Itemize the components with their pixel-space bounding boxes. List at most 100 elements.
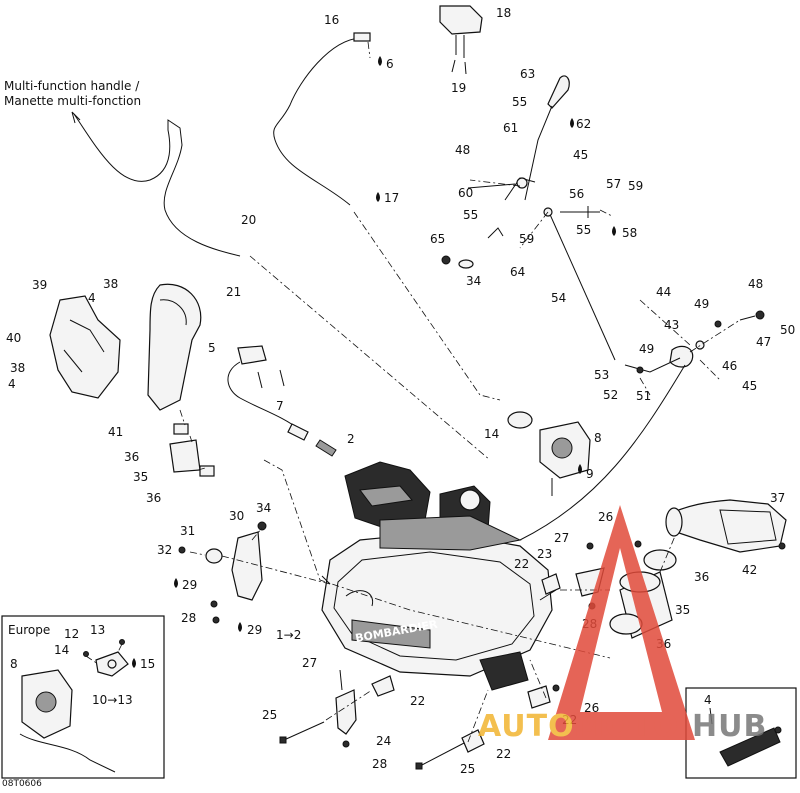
callout-30b: 29	[247, 623, 262, 637]
lubricant-drop-icons	[132, 56, 616, 668]
callout-40: 40	[6, 331, 21, 345]
europe-label: Europe	[8, 623, 50, 637]
cable-16	[273, 37, 361, 206]
lever-18	[439, 5, 483, 35]
callout-31: 30	[229, 509, 244, 523]
sleeve-35	[169, 439, 201, 473]
callout-18: 18	[496, 6, 511, 20]
caption-handle-fr: Manette multi-fonction	[4, 94, 141, 108]
callout-59b: 59	[519, 232, 534, 246]
callout-48b: 48	[748, 277, 763, 291]
caption-handle-en: Multi-function handle /	[4, 79, 140, 93]
callout-12: 13	[90, 623, 105, 637]
callout-30a: 29	[182, 578, 197, 592]
callout-27a: 27	[554, 531, 569, 545]
callout-52: 52	[603, 388, 618, 402]
callout-51: 51	[636, 389, 651, 403]
callout-55b: 55	[463, 208, 478, 222]
callout-22a: 22	[514, 557, 529, 571]
callout-27b: 27	[302, 656, 317, 670]
callout-5: 5	[208, 341, 216, 355]
heat-shield-39	[49, 295, 121, 399]
arm-43	[669, 345, 694, 368]
silencer-37	[667, 499, 787, 553]
cable-end-16	[353, 32, 371, 42]
bolt-25b	[419, 741, 467, 767]
rubber-mount-22d	[541, 573, 561, 595]
caption-arrow	[71, 111, 81, 124]
callout-65: 65	[430, 232, 445, 246]
callout-54: 54	[551, 291, 566, 305]
cable-link	[519, 364, 686, 541]
callout-55a: 55	[512, 95, 527, 109]
handle-cable	[73, 113, 241, 257]
intake-duct-41	[147, 283, 202, 411]
lever-screws	[455, 35, 465, 58]
callout-labels: 16 6 18 19 63 55 62 61 48 45 60 56 57 59…	[6, 6, 795, 776]
callout-22b: 22	[410, 694, 425, 708]
callout-44: 44	[656, 285, 671, 299]
callout-59a: 59	[628, 179, 643, 193]
watermark-text-hub: HUB	[692, 709, 767, 744]
callout-49a: 49	[694, 297, 709, 311]
rubber-mount-22b	[461, 729, 485, 753]
callout-61: 61	[503, 121, 518, 135]
callout-62: 62	[576, 117, 591, 131]
callout-36c: 36	[694, 570, 709, 584]
shift-rod-61	[524, 105, 553, 201]
shift-rod-54	[547, 209, 616, 361]
callout-33: 32	[157, 543, 172, 557]
plug-boot	[287, 423, 309, 441]
callout-23: 23	[537, 547, 552, 561]
clamp-36b	[199, 465, 215, 477]
clamp-15	[507, 411, 533, 429]
clamp-36a	[173, 423, 189, 435]
bolt-25a	[283, 721, 325, 741]
europe-inset-frame	[1, 615, 165, 779]
arrows-19	[451, 59, 467, 75]
callout-47: 47	[756, 335, 771, 349]
callout-22d: 22	[496, 747, 511, 761]
callout-1: 1→2	[276, 628, 301, 642]
callout-58: 58	[622, 226, 637, 240]
watermark: AUTO MOTO HUB	[478, 505, 767, 744]
detail-bracket	[719, 727, 781, 767]
callout-35b: 35	[675, 603, 690, 617]
callout-9: 9	[586, 467, 594, 481]
callout-34b: 34	[256, 501, 271, 515]
callout-50: 50	[780, 323, 795, 337]
callout-38b: 38	[10, 361, 25, 375]
watermark-triangle-icon	[548, 505, 695, 740]
callout-10-13: 10→13	[92, 693, 133, 707]
callout-35a: 35	[133, 470, 148, 484]
callout-25b: 25	[460, 762, 475, 776]
callout-46: 46	[722, 359, 737, 373]
callout-17: 17	[384, 191, 399, 205]
callout-16: 16	[324, 13, 339, 27]
rubber-mount-22c	[527, 685, 551, 709]
callout-45b: 45	[742, 379, 757, 393]
spark-plug-2	[315, 439, 337, 457]
callout-39: 39	[32, 278, 47, 292]
callout-26b: 26	[584, 701, 599, 715]
callout-20: 20	[241, 213, 256, 227]
figure-code: 08T0606	[2, 779, 42, 789]
callout-56: 56	[569, 187, 584, 201]
callout-49b: 49	[639, 342, 654, 356]
front-bracket-24	[335, 689, 357, 735]
callout-64: 64	[510, 265, 525, 279]
plug-wire	[227, 361, 301, 431]
callout-32: 31	[180, 524, 195, 538]
callout-4a: 4	[88, 291, 96, 305]
callout-24: 24	[376, 734, 391, 748]
callout-63: 63	[520, 67, 535, 81]
callout-8b: 8	[10, 657, 18, 671]
callout-53: 53	[594, 368, 609, 382]
callout-19: 19	[451, 81, 466, 95]
callout-41: 41	[108, 425, 123, 439]
callout-45a: 45	[573, 148, 588, 162]
callout-6: 6	[386, 57, 394, 71]
callout-29: 28	[181, 611, 196, 625]
rubber-mount-22a	[371, 675, 395, 697]
callout-25a: 25	[262, 708, 277, 722]
